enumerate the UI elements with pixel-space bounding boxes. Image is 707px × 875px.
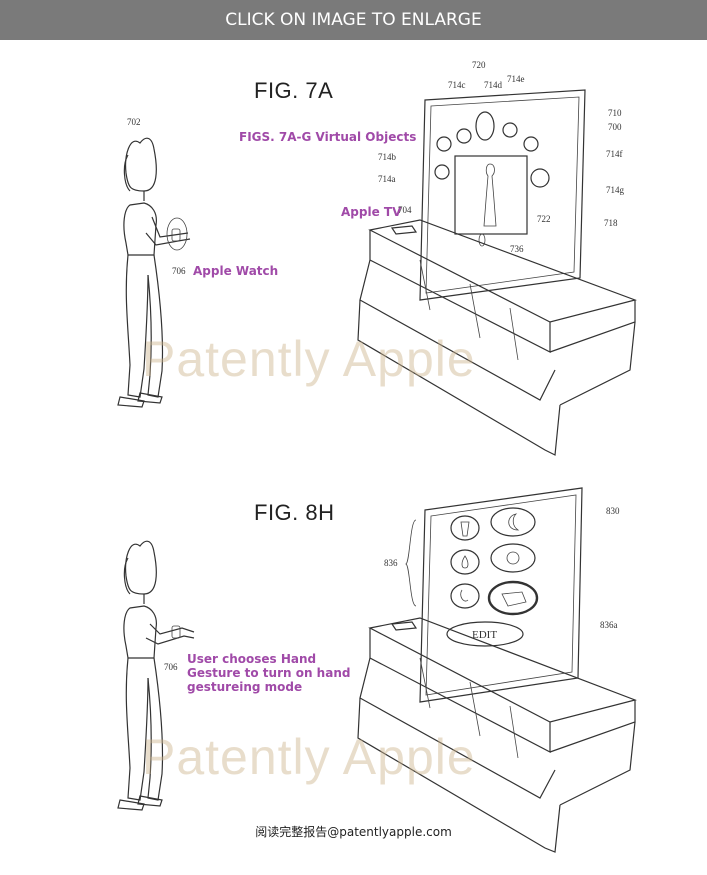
- ref-714c: 714c: [448, 80, 466, 90]
- ref-706: 706: [172, 266, 186, 276]
- ref-714a: 714a: [378, 174, 396, 184]
- annotation-apple-tv: Apple TV: [341, 205, 402, 219]
- edit-button-label: EDIT: [472, 629, 497, 641]
- enlarge-image-banner[interactable]: CLICK ON IMAGE TO ENLARGE: [0, 0, 707, 40]
- ref-714e: 714e: [507, 74, 525, 84]
- footer-source-link[interactable]: 阅读完整报告@patentlyapple.com: [255, 825, 452, 839]
- ref-714g: 714g: [606, 185, 624, 195]
- ref-718: 718: [604, 218, 618, 228]
- ref-714f: 714f: [606, 149, 623, 159]
- ref-722: 722: [537, 214, 551, 224]
- annotation-virtual-objects: FIGS. 7A-G Virtual Objects: [239, 130, 417, 144]
- ref-736: 736: [510, 244, 524, 254]
- ref-704: 704: [398, 205, 412, 215]
- tv-cabinet-drawing-bottom: EDIT: [357, 487, 637, 853]
- person-figure-top: [117, 137, 191, 408]
- ref-836: 836: [384, 558, 398, 568]
- person-figure-bottom: [117, 540, 195, 811]
- ref-702: 702: [127, 117, 141, 127]
- annotation-apple-watch: Apple Watch: [193, 264, 279, 278]
- annotation-hand-gesture: User chooses Hand Gesture to turn on han…: [187, 652, 351, 694]
- ref-700: 700: [608, 122, 622, 132]
- fig-8h-title: FIG. 8H: [254, 500, 335, 525]
- ref-720: 720: [472, 60, 486, 70]
- ref-830: 830: [606, 506, 620, 516]
- ref-706-bottom: 706: [164, 662, 178, 672]
- ref-714b: 714b: [378, 152, 396, 162]
- fig-7a-title: FIG. 7A: [254, 78, 334, 103]
- ref-836a: 836a: [600, 620, 618, 630]
- tv-cabinet-drawing-top: [357, 89, 637, 456]
- ref-714d: 714d: [484, 80, 502, 90]
- ref-710: 710: [608, 108, 622, 118]
